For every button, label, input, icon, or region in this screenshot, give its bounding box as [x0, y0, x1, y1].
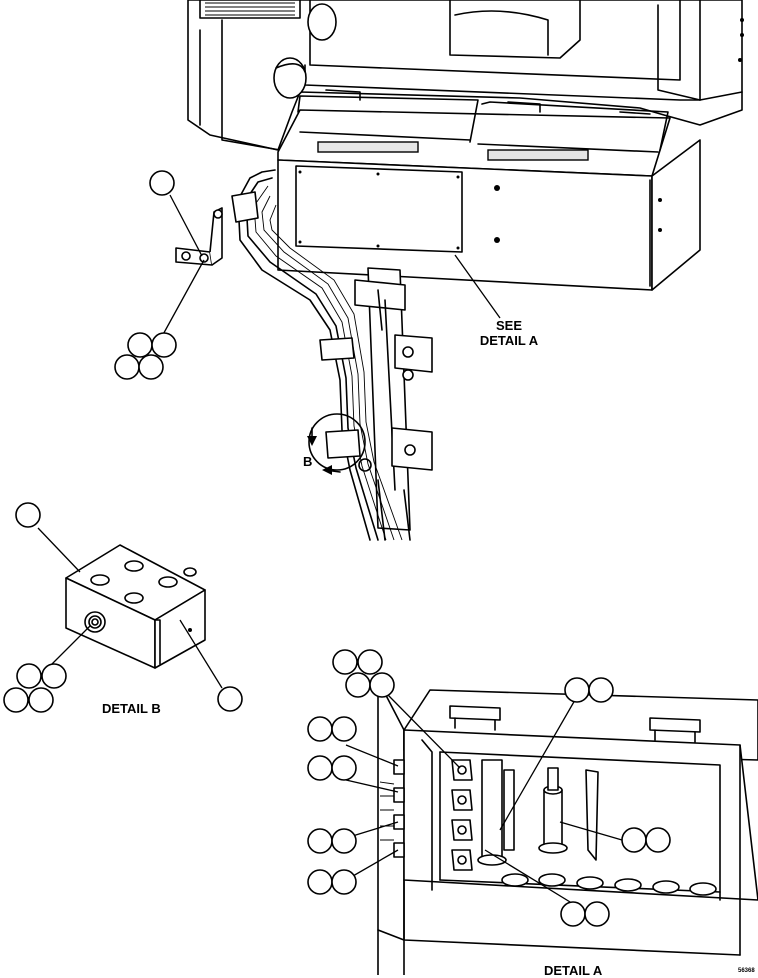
callout-circle: [332, 649, 358, 675]
callout-circle: [584, 901, 610, 927]
callout-circle: [307, 869, 333, 895]
callout-circle: [560, 901, 586, 927]
detail-b-title: DETAIL B: [102, 701, 161, 716]
callout-circle: [16, 663, 42, 689]
callout-circle: [331, 716, 357, 742]
callout-circle: [588, 677, 614, 703]
callout-circle: [114, 354, 140, 380]
detail-a-reference-text: DETAIL A: [479, 333, 539, 348]
see-detail-a-label: SEE DETAIL A: [474, 318, 544, 348]
callout-circle: [307, 828, 333, 854]
detail-a-panel-interior: [377, 679, 758, 975]
view-b-letter: B: [303, 454, 313, 469]
callout-circle: [369, 672, 395, 698]
callout-circle: [621, 827, 647, 853]
callout-circle: [138, 354, 164, 380]
callout-circle: [151, 332, 177, 358]
callout-circle: [15, 502, 41, 528]
detail-a-title: DETAIL A: [544, 963, 603, 978]
callout-circle: [331, 828, 357, 854]
callout-circle: [331, 755, 357, 781]
drawing-code: 56368: [738, 968, 755, 974]
callout-circle: [645, 827, 671, 853]
callout-circle: [357, 649, 383, 675]
callout-circle: [307, 716, 333, 742]
main-assembly: [175, 0, 744, 541]
callout-circles: [3, 170, 671, 927]
callout-circle: [331, 869, 357, 895]
leader-lines-top: [159, 194, 501, 341]
callout-circle: [217, 686, 243, 712]
leader-lines-detail-a: [345, 694, 623, 906]
callout-circle: [149, 170, 175, 196]
detail-b-junction-box: [65, 544, 206, 669]
see-text: SEE: [495, 318, 522, 333]
callout-circle: [127, 332, 153, 358]
callout-circle: [28, 687, 54, 713]
callout-circle: [307, 755, 333, 781]
leader-lines-detail-b: [37, 527, 223, 689]
callout-circle: [345, 672, 371, 698]
callout-circle: [564, 677, 590, 703]
callout-circle: [41, 663, 67, 689]
callout-circle: [3, 687, 29, 713]
